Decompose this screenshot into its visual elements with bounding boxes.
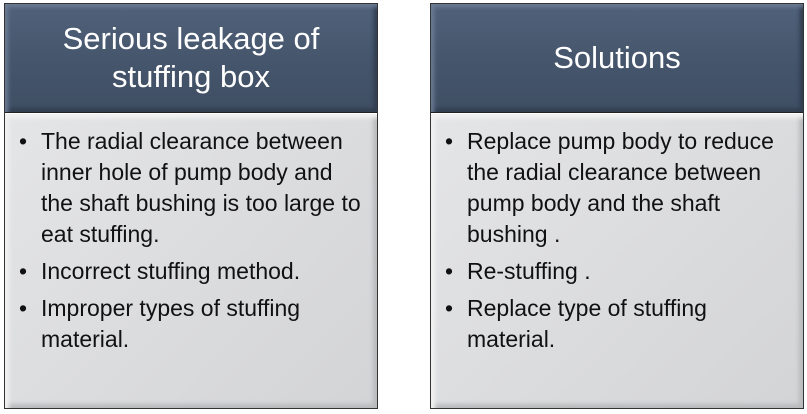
solutions-title: Solutions	[431, 4, 803, 113]
solutions-box: Solutions Replace pump body to reduce th…	[430, 3, 804, 409]
solutions-body: Replace pump body to reduce the radial c…	[431, 114, 803, 408]
list-item: Improper types of stuffing material.	[19, 293, 367, 355]
problem-body: The radial clearance between inner hole …	[5, 114, 377, 408]
list-item: Replace type of stuffing material.	[445, 293, 793, 355]
list-item: Replace pump body to reduce the radial c…	[445, 126, 793, 250]
list-item: Re-stuffing .	[445, 256, 793, 287]
problem-title: Serious leakage of stuffing box	[5, 4, 377, 113]
list-item: Incorrect stuffing method.	[19, 256, 367, 287]
list-item: The radial clearance between inner hole …	[19, 126, 367, 250]
problem-box: Serious leakage of stuffing box The radi…	[4, 3, 378, 409]
